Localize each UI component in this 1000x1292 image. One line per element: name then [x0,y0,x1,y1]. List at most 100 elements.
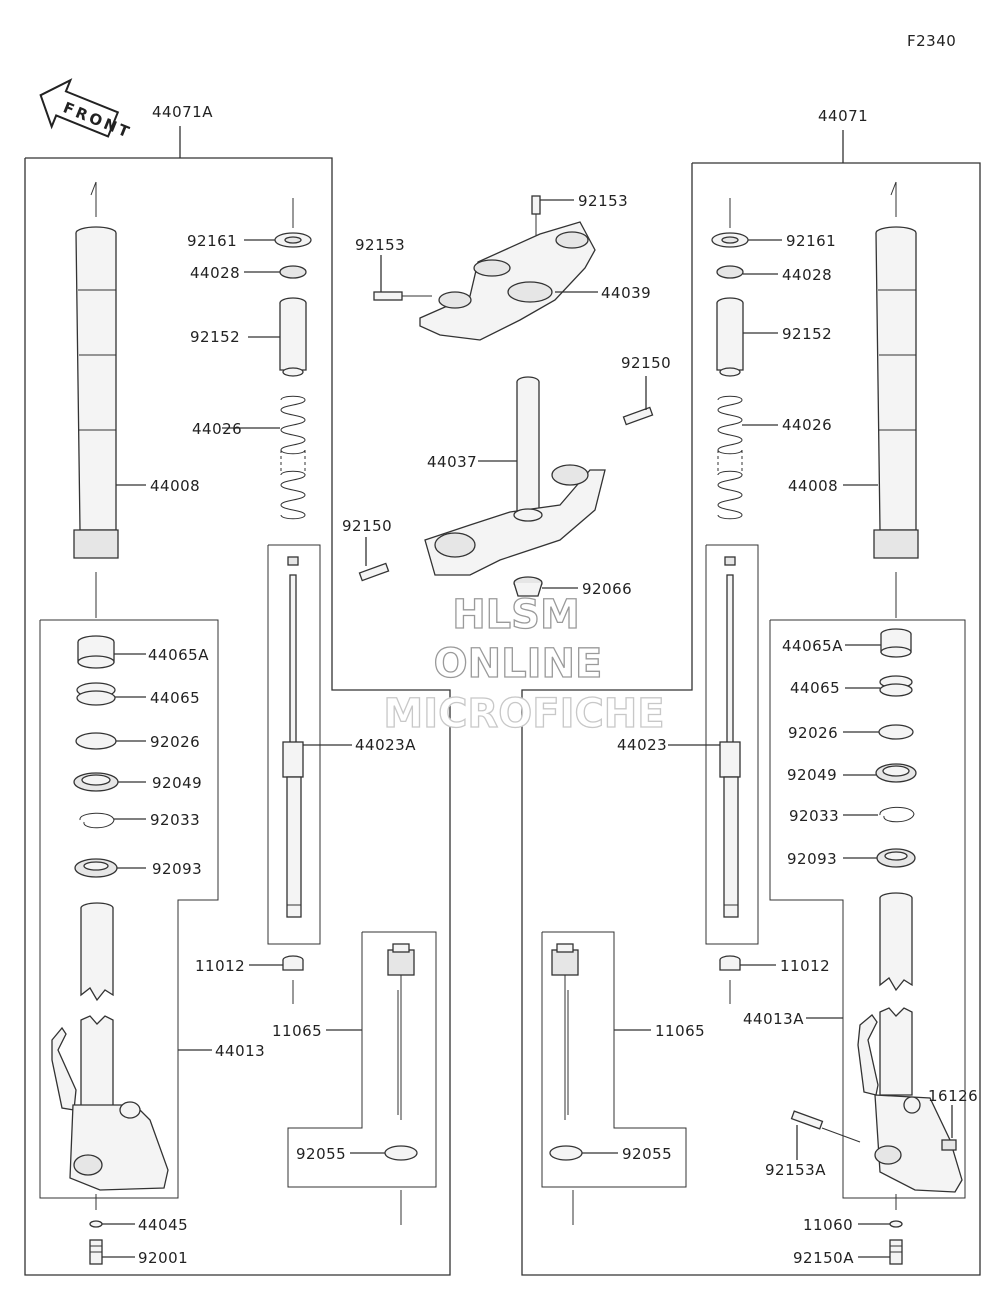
label-44045-left: 44045 [138,1216,188,1234]
collar-11012-right [719,955,741,1004]
bushing-44065A-right [880,628,912,658]
label-44028-left: 44028 [190,264,240,282]
label-44039: 44039 [601,284,651,302]
washer-44028-right [716,265,744,279]
assembly-left-label: 44071A [152,103,213,121]
label-92055-right: 92055 [622,1145,672,1163]
label-44023-right: 44023 [617,736,667,754]
left-cartridge-box [267,544,321,945]
bushing-44065-right [879,675,913,697]
watermark-line3: MICROFICHE [383,691,664,737]
watermark-line1: HLSM [452,592,580,638]
label-92066: 92066 [582,580,632,598]
outer-tube-right [857,892,963,1210]
cartridge-44023-right [719,556,741,918]
label-11065-left: 11065 [272,1022,322,1040]
oil-seal-92049-left [73,772,119,792]
figure-code: F2340 [907,32,956,50]
washer-44045-left [89,1220,103,1228]
label-92150A-right: 92150A [793,1249,854,1267]
label-44026-right: 44026 [782,416,832,434]
right-cartridge-box [705,544,759,945]
bolt-92150A-right [889,1239,903,1265]
bolt-92153A-right [790,1110,861,1160]
label-92153-top: 92153 [578,192,628,210]
inner-tube-right [873,181,919,618]
nut-92066 [513,576,543,597]
steering-stem-44037 [424,376,606,576]
oil-seal-92049-right [875,763,917,783]
right-outer-tube-box [769,619,966,1199]
spring-44026-right [717,395,743,520]
label-44065A-left: 44065A [148,646,209,664]
bolt-92153-side [373,255,432,301]
label-44008-left: 44008 [150,477,200,495]
label-44028-right: 44028 [782,266,832,284]
label-92033-left: 92033 [150,811,200,829]
label-44023A-left: 44023A [355,736,416,754]
watermark-line2: ONLINE [434,641,603,687]
label-92001-left: 92001 [138,1249,188,1267]
label-11060-right: 11060 [803,1216,853,1234]
bolt-92150-upper [622,376,654,426]
label-92026-left: 92026 [150,733,200,751]
cap-92161-right [711,198,749,248]
label-44065A-right: 44065A [782,637,843,655]
label-92049-left: 92049 [152,774,202,792]
label-92026-right: 92026 [788,724,838,742]
label-44026-left: 44026 [192,420,242,438]
right-damper-box [541,931,687,1188]
label-44065-left: 44065 [150,689,200,707]
damper-rod-11065-left [387,943,415,1120]
dust-seal-92093-right [876,848,916,868]
label-11012-right: 11012 [780,957,830,975]
label-44013-left: 44013 [215,1042,265,1060]
left-outer-tube-box [39,619,219,1199]
label-92152-right: 92152 [782,325,832,343]
collar-11012-left [282,955,304,1004]
label-11012-left: 11012 [195,957,245,975]
label-16126-right: 16126 [928,1087,978,1105]
spacer-92152-right [716,297,744,377]
label-92153A-right: 92153A [765,1161,826,1179]
bolt-16126-right [941,1105,957,1151]
inner-tube-left [73,181,119,618]
damper-rod-11065-right [551,943,579,1120]
right-assembly-outline [521,162,981,1276]
bushing-44065A-left [77,635,115,669]
label-92161-right: 92161 [786,232,836,250]
left-assembly-outline [24,157,451,1276]
o-ring-92055-right [549,1145,583,1161]
cartridge-44023A-left [282,556,304,918]
cap-92161-left [274,198,312,248]
label-44065-right: 44065 [790,679,840,697]
bolt-92153-top [531,195,541,236]
o-ring-92055-left [384,1145,418,1161]
circlip-92033-right [879,806,915,823]
washer-44028-left [279,265,307,279]
label-92150-upper: 92150 [621,354,671,372]
front-arrow-icon: FRONT [39,78,134,142]
label-92150-lower: 92150 [342,517,392,535]
spring-44026-left [280,395,306,520]
bolt-92150-lower [358,537,390,582]
assembly-right-label: 44071 [818,107,868,125]
bolt-92001-left [89,1239,103,1265]
label-92152-left: 92152 [190,328,240,346]
label-11065-right: 11065 [655,1022,705,1040]
washer-11060-right [889,1220,903,1228]
label-92161-left: 92161 [187,232,237,250]
label-44037: 44037 [427,453,477,471]
label-92049-right: 92049 [787,766,837,784]
label-92093-right: 92093 [787,850,837,868]
label-44013A-right: 44013A [743,1010,804,1028]
circlip-92033-left [79,812,115,829]
label-92055-left: 92055 [296,1145,346,1163]
upper-bracket-44039 [419,221,596,341]
label-92093-left: 92093 [152,860,202,878]
outer-tube-left [51,902,169,1210]
washer-92026-left [75,732,117,750]
left-damper-box [287,931,437,1188]
